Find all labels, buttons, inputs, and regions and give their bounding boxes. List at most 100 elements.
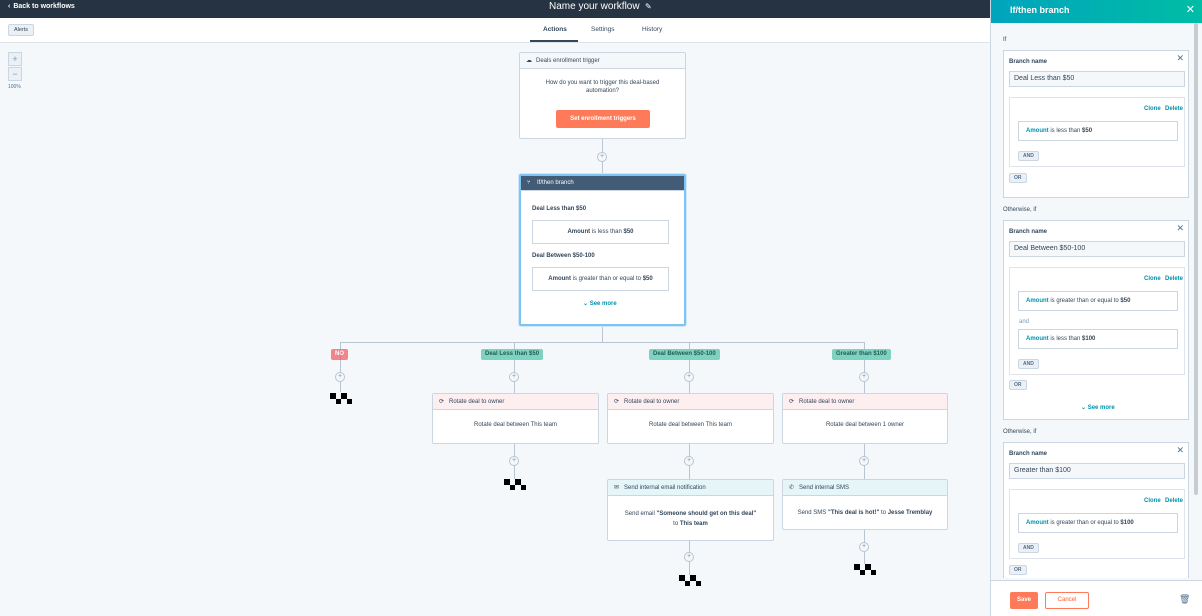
- delete-link[interactable]: Delete: [1165, 498, 1184, 504]
- if-label: If: [1003, 37, 1007, 43]
- rotate-deal-card[interactable]: ⟳Rotate deal to owner Rotate deal betwee…: [607, 393, 774, 444]
- clone-link[interactable]: Clone: [1144, 498, 1161, 504]
- branch-name: Deal Between $50-100: [532, 253, 595, 259]
- add-action-button[interactable]: +: [509, 456, 519, 466]
- branch-name-input[interactable]: Deal Less than $50: [1009, 71, 1185, 87]
- or-button[interactable]: OR: [1009, 173, 1027, 183]
- tab-actions[interactable]: Actions: [543, 26, 567, 33]
- rotate-icon: ⟳: [439, 399, 445, 405]
- zoom-in-button[interactable]: +: [8, 52, 22, 66]
- trash-icon[interactable]: 🗑: [1179, 594, 1191, 604]
- see-more-link[interactable]: ⌄ See more: [583, 300, 617, 307]
- cancel-button[interactable]: Cancel: [1045, 592, 1089, 609]
- close-icon[interactable]: ✕: [1185, 4, 1195, 16]
- add-action-button[interactable]: +: [684, 372, 694, 382]
- rotate-deal-card[interactable]: ⟳Rotate deal to owner Rotate deal betwee…: [432, 393, 599, 444]
- clone-link[interactable]: Clone: [1144, 106, 1161, 112]
- end-flag-icon: [330, 393, 352, 404]
- add-action-button[interactable]: +: [509, 372, 519, 382]
- condition-property: Amount: [567, 229, 591, 235]
- panel-header: If/then branch ✕: [991, 0, 1202, 23]
- condition-operator: is less than: [1050, 336, 1081, 342]
- end-flag-icon: [504, 479, 526, 490]
- save-button[interactable]: Save: [1010, 592, 1038, 609]
- and-button[interactable]: AND: [1018, 359, 1039, 369]
- branch-block: ✕ Branch name Deal Between $50-100 Clone…: [1003, 220, 1189, 420]
- branch-block: ✕ Branch name Greater than $100 Clone De…: [1003, 442, 1189, 578]
- tab-bar: Alerts Actions Settings History: [0, 18, 990, 43]
- branch-name-label: Branch name: [1009, 451, 1048, 457]
- email-subject: "Someone should get on this deal": [656, 511, 757, 517]
- add-action-button[interactable]: +: [597, 152, 607, 162]
- add-action-button[interactable]: +: [335, 372, 345, 382]
- tab-settings[interactable]: Settings: [591, 26, 615, 33]
- condition-row[interactable]: Amount is greater than or equal to $100: [1018, 513, 1178, 533]
- connector: [689, 342, 690, 393]
- enrollment-trigger-card[interactable]: ☁ Deals enrollment trigger How do you wan…: [519, 52, 686, 139]
- or-button[interactable]: OR: [1009, 380, 1027, 390]
- rotate-card-title: Rotate deal to owner: [624, 399, 680, 405]
- add-action-button[interactable]: +: [859, 542, 869, 552]
- branch-name-input[interactable]: Deal Between $50-100: [1009, 241, 1185, 257]
- chevron-down-icon: ⌄: [583, 301, 590, 307]
- condition-row[interactable]: Amount is less than $50: [1018, 121, 1178, 141]
- condition-value: $100: [1082, 336, 1096, 342]
- and-button[interactable]: AND: [1018, 543, 1039, 553]
- zoom-out-button[interactable]: −: [8, 67, 22, 81]
- connector: [340, 342, 341, 392]
- see-more-label: See more: [589, 301, 617, 307]
- add-action-button[interactable]: +: [859, 372, 869, 382]
- if-then-branch-panel: If/then branch ✕ If ✕ Branch name Deal L…: [990, 0, 1202, 616]
- trigger-card-title: Deals enrollment trigger: [536, 58, 600, 64]
- workflow-title[interactable]: Name your workflow: [549, 1, 640, 12]
- condition-row[interactable]: Amount is greater than or equal to $50: [1018, 291, 1178, 311]
- otherwise-if-label: Otherwise, if: [1003, 429, 1037, 435]
- panel-scrollbar[interactable]: [1193, 23, 1199, 578]
- branch-tag-no: NO: [331, 349, 348, 360]
- add-action-button[interactable]: +: [684, 552, 694, 562]
- delete-link[interactable]: Delete: [1165, 106, 1184, 112]
- condition-operator: is greater than or equal to: [1050, 520, 1119, 526]
- connector: [340, 342, 865, 343]
- branch-tag-between-50-100: Deal Between $50-100: [649, 349, 720, 360]
- email-prefix: Send email: [624, 511, 657, 517]
- branch-name-label: Branch name: [1009, 59, 1048, 65]
- set-enrollment-triggers-button[interactable]: Set enrollment triggers: [556, 110, 650, 128]
- pencil-icon[interactable]: ✎: [645, 2, 652, 11]
- add-action-button[interactable]: +: [684, 456, 694, 466]
- if-then-branch-card[interactable]: ⑂If/then branch Deal Less than $50 Amoun…: [519, 174, 686, 326]
- tab-history[interactable]: History: [642, 26, 663, 33]
- remove-branch-icon[interactable]: ✕: [1176, 445, 1184, 455]
- panel-footer: Save Cancel 🗑: [991, 580, 1202, 616]
- condition-group: Clone Delete Amount is greater than or e…: [1009, 489, 1185, 559]
- delete-link[interactable]: Delete: [1165, 276, 1184, 282]
- condition-property: Amount: [1026, 298, 1049, 304]
- condition-value: $50: [623, 229, 634, 235]
- condition-operator: is less than: [1050, 128, 1081, 134]
- remove-branch-icon[interactable]: ✕: [1176, 53, 1184, 63]
- and-connector-text: and: [1019, 319, 1030, 325]
- condition-value: $50: [642, 276, 653, 282]
- trigger-prompt: How do you want to trigger this deal-bas…: [520, 80, 685, 94]
- alerts-button[interactable]: Alerts: [8, 24, 35, 36]
- branch-tag-greater-than-100: Greater than $100: [832, 349, 891, 360]
- active-tab-indicator: [530, 40, 578, 42]
- rotate-deal-card[interactable]: ⟳Rotate deal to owner Rotate deal betwee…: [782, 393, 948, 444]
- add-action-button[interactable]: +: [859, 456, 869, 466]
- send-sms-card[interactable]: ✆Send internal SMS Send SMS "This deal i…: [782, 479, 948, 530]
- deal-icon: ☁: [526, 58, 532, 64]
- and-button[interactable]: AND: [1018, 151, 1039, 161]
- condition-row[interactable]: Amount is less than $100: [1018, 329, 1178, 349]
- scrollbar-thumb[interactable]: [1194, 23, 1198, 495]
- branch-name-input[interactable]: Greater than $100: [1009, 463, 1185, 479]
- connector: [864, 342, 865, 393]
- back-to-workflows-link[interactable]: ‹Back to workflows: [8, 3, 75, 10]
- remove-branch-icon[interactable]: ✕: [1176, 223, 1184, 233]
- see-more-link[interactable]: ⌄ See more: [1081, 404, 1115, 411]
- send-email-card[interactable]: ✉Send internal email notification Send e…: [607, 479, 774, 541]
- condition-operator: is greater than or equal to: [572, 276, 642, 282]
- or-button[interactable]: OR: [1009, 565, 1027, 575]
- clone-link[interactable]: Clone: [1144, 276, 1161, 282]
- condition-value: $50: [1120, 298, 1131, 304]
- trigger-prompt-line: automation?: [585, 88, 620, 94]
